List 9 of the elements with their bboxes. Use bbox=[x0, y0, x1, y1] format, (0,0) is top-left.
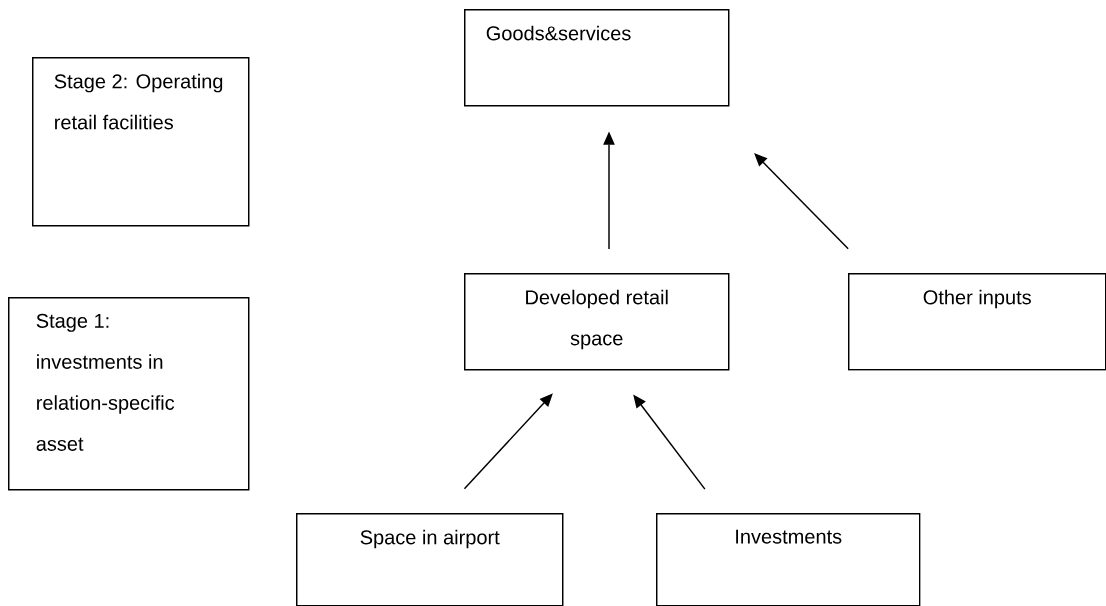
text-box: Goods&services bbox=[464, 9, 730, 107]
text-box: Space in airport bbox=[296, 513, 564, 606]
arrow bbox=[463, 393, 553, 490]
text-box: Stage 2: Operating retail facilities bbox=[32, 57, 250, 227]
text-box: Developed retail space bbox=[464, 273, 730, 371]
text-box: Investments bbox=[656, 513, 921, 606]
text-box: Stage 1: investments in relation-specific asset bbox=[8, 297, 250, 491]
text-box: Other inputs bbox=[848, 273, 1106, 371]
arrow bbox=[754, 153, 849, 250]
